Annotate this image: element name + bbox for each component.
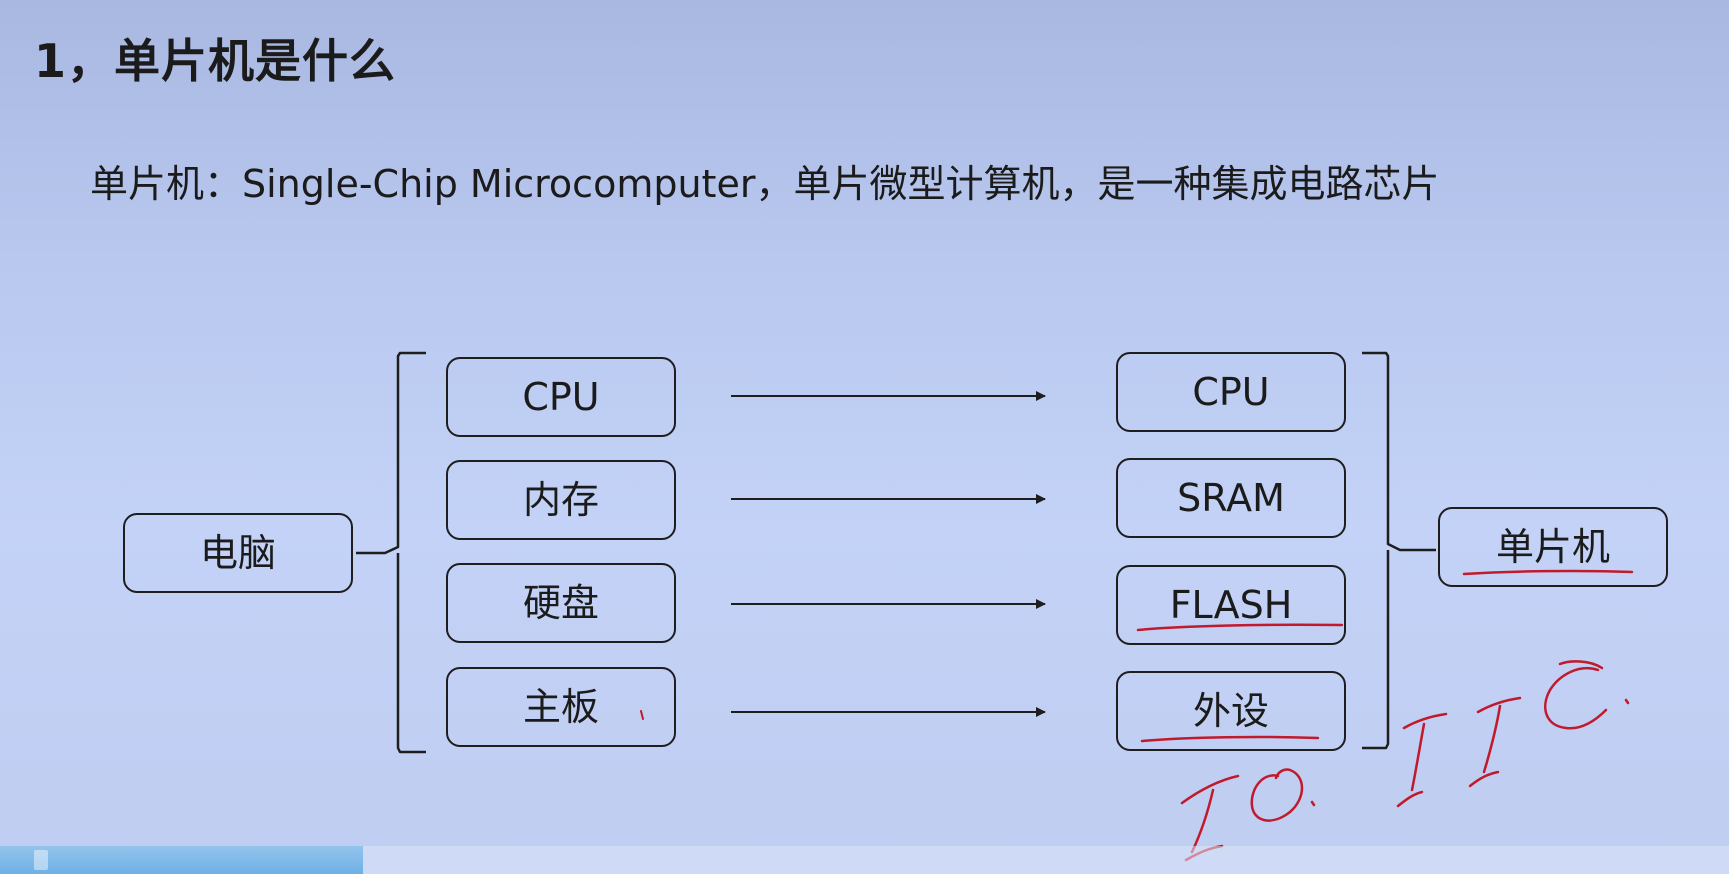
- node-left-motherboard: 主板: [446, 667, 676, 747]
- node-left-harddisk: 硬盘: [446, 563, 676, 643]
- slide-subtitle: 单片机：Single-Chip Microcomputer，单片微型计算机，是一…: [90, 162, 1440, 206]
- video-progress-fill: [0, 846, 363, 874]
- node-left-cpu: CPU: [446, 357, 676, 437]
- node-mcu: 单片机: [1438, 507, 1668, 587]
- node-right-cpu: CPU: [1116, 352, 1346, 432]
- left-brace: [356, 351, 426, 754]
- slide-title: 1，单片机是什么: [34, 34, 397, 88]
- node-right-sram: SRAM: [1116, 458, 1346, 538]
- right-brace: [1362, 351, 1436, 750]
- video-progress-handle[interactable]: [34, 850, 48, 870]
- node-left-memory: 内存: [446, 460, 676, 540]
- node-computer: 电脑: [123, 513, 353, 593]
- node-right-peripherals: 外设: [1116, 671, 1346, 751]
- node-right-flash: FLASH: [1116, 565, 1346, 645]
